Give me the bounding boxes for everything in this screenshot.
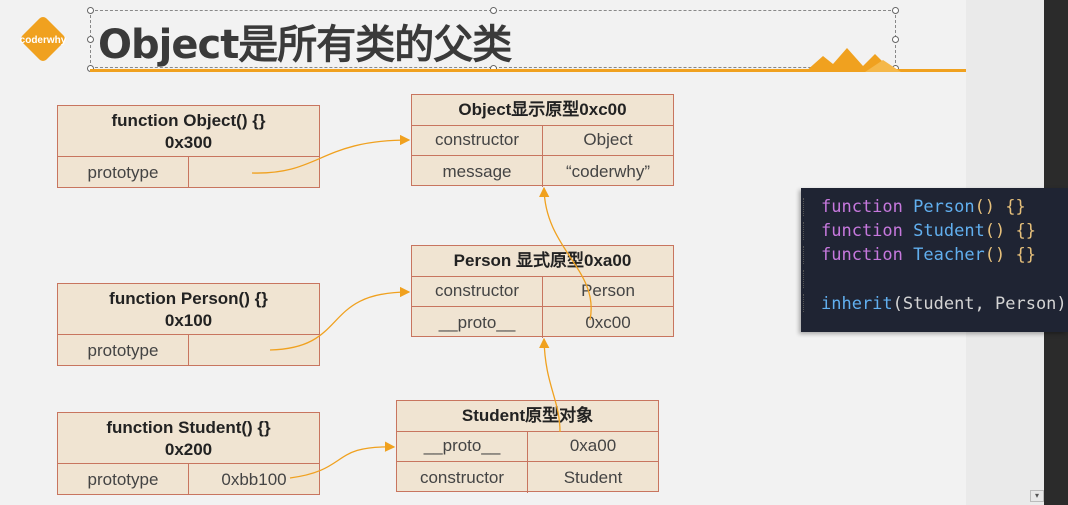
constructor-key: constructor [434, 130, 520, 149]
proto-value: 0xa00 [527, 431, 658, 461]
indent-guide [803, 198, 810, 216]
indent-guide [803, 294, 810, 312]
function-call: inherit [821, 294, 893, 314]
prototype-value: 0xbb100 [188, 464, 319, 495]
function-name: Person [913, 197, 975, 217]
code-line: function Teacher() {} [821, 245, 1036, 265]
punctuation: () {} [974, 197, 1026, 217]
student-prototype-box: Student原型对象 __proto__ 0xa00 constructor … [396, 400, 659, 493]
resize-handle-ml[interactable] [87, 36, 94, 43]
proto-key: __proto__ [423, 436, 501, 455]
indent-guide [803, 270, 810, 288]
resize-handle-tc[interactable] [490, 7, 497, 14]
object-prototype-arrow [251, 134, 411, 174]
prototype-key: prototype [87, 469, 159, 489]
code-line: function Student() {} [821, 221, 1036, 241]
person-function-addr: 0x100 [164, 311, 213, 330]
arrows-layer [251, 134, 592, 479]
object-function-addr: 0x300 [164, 133, 213, 152]
person-function-box: function Person() {} 0x100 prototype [57, 283, 320, 366]
person-proto-chain-arrow [538, 186, 592, 321]
constructor-value: Object [542, 125, 673, 155]
keyword: function [821, 221, 903, 241]
punctuation: () {} [984, 245, 1036, 265]
coderwhy-logo: coderwhy [20, 17, 67, 61]
student-function-box: function Student() {} 0x200 prototype 0x… [57, 412, 320, 495]
indent-guide [803, 222, 810, 240]
proto-key: __proto__ [438, 312, 516, 332]
logo-text: coderwhy [20, 35, 67, 46]
student-prototype-arrow [289, 441, 396, 479]
title-underline [90, 69, 966, 72]
message-value: “coderwhy” [542, 156, 673, 187]
constructor-value: Student [527, 462, 658, 493]
prototype-value [188, 157, 319, 188]
object-function-box: function Object() {} 0x300 prototype [57, 105, 320, 188]
mountains-decoration [805, 48, 901, 72]
code-snippet: function Person() {} function Student() … [801, 188, 1068, 332]
object-prototype-box: Object显示原型0xc00 constructor Object messa… [411, 94, 674, 187]
person-prototype-box: Person 显式原型0xa00 constructor Person __pr… [411, 245, 674, 338]
person-function-name: function Person() {} [109, 289, 268, 308]
keyword: function [821, 245, 903, 265]
student-function-addr: 0x200 [164, 440, 213, 459]
resize-handle-mr[interactable] [892, 36, 899, 43]
proto-value: 0xc00 [542, 307, 673, 338]
call-args: (Student, Person) [892, 294, 1067, 314]
scroll-down-button[interactable]: ▾ [1030, 490, 1044, 502]
punctuation: () {} [984, 221, 1036, 241]
code-line: inherit(Student, Person) [821, 294, 1067, 314]
slide-title[interactable]: Object是所有类的父类 [98, 22, 512, 68]
resize-handle-tr[interactable] [892, 7, 899, 14]
constructor-key: constructor [419, 467, 505, 487]
function-name: Teacher [913, 245, 985, 265]
keyword: function [821, 197, 903, 217]
constructor-key: constructor [434, 281, 520, 300]
prototype-key: prototype [87, 340, 159, 360]
person-prototype-arrow [269, 286, 411, 351]
message-key: message [442, 161, 512, 181]
function-name: Student [913, 221, 985, 241]
student-function-name: function Student() {} [106, 418, 271, 437]
prototype-key: prototype [87, 162, 159, 182]
resize-handle-tl[interactable] [87, 7, 94, 14]
constructor-value: Person [542, 276, 673, 306]
indent-guide [803, 246, 810, 264]
student-proto-chain-arrow [539, 337, 561, 433]
prototype-value [188, 335, 319, 366]
code-line: function Person() {} [821, 197, 1026, 217]
object-function-name: function Object() {} [111, 111, 266, 130]
